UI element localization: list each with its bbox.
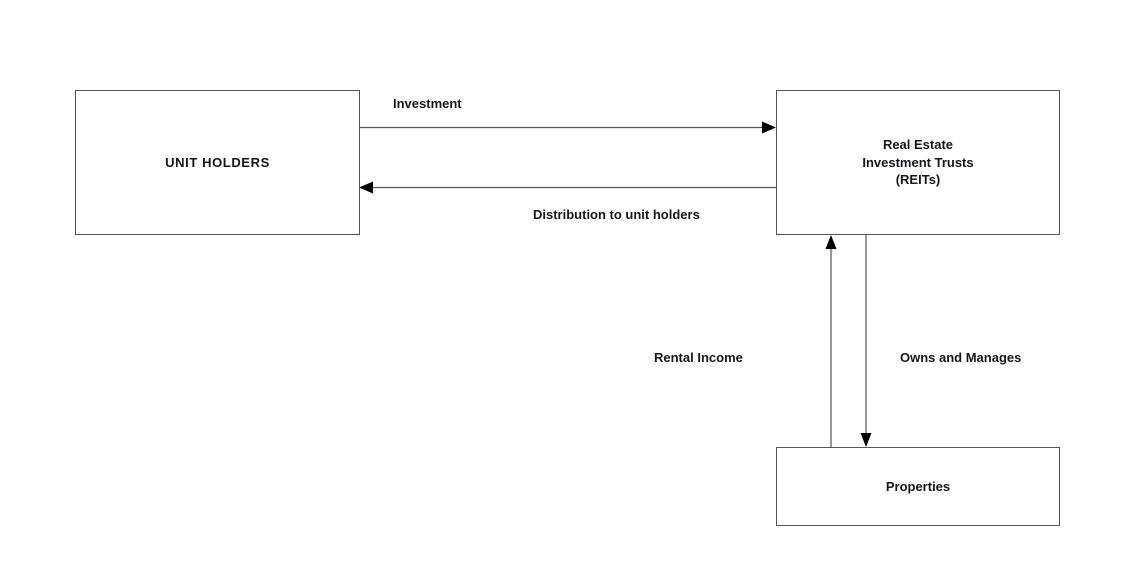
node-properties[interactable]: Properties — [776, 447, 1060, 526]
node-reits[interactable]: Real Estate Investment Trusts (REITs) — [776, 90, 1060, 235]
edge-label-rental-income: Rental Income — [654, 350, 743, 365]
edge-owns-and-manages — [860, 235, 872, 447]
edge-investment-arrowhead — [762, 121, 776, 134]
edge-investment — [360, 121, 776, 134]
edge-label-owns-and-manages: Owns and Manages — [900, 350, 1022, 365]
edge-label-distribution: Distribution to unit holders — [533, 207, 700, 222]
node-properties-label: Properties — [885, 478, 951, 494]
node-reits-label: Real Estate Investment Trusts (REITs) — [862, 136, 974, 188]
node-unit-holders[interactable]: UNIT HOLDERS — [75, 90, 360, 235]
edge-rental-income-arrowhead — [825, 235, 837, 249]
edge-label-investment: Investment — [393, 96, 462, 111]
node-unit-holders-label: UNIT HOLDERS — [165, 154, 270, 170]
edge-owns-and-manages-arrowhead — [860, 433, 872, 447]
edge-rental-income — [825, 235, 837, 447]
edge-distribution-arrowhead — [359, 181, 373, 194]
edge-distribution — [359, 181, 776, 194]
